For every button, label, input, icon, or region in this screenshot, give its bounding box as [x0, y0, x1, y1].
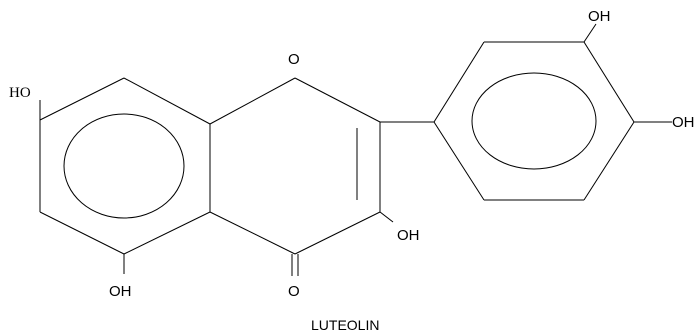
oh-top-label: OH	[588, 8, 611, 25]
substituent-bonds	[39, 23, 672, 276]
bond-c2	[294, 77, 381, 123]
bond-b4	[583, 121, 635, 201]
oh-c3-label: OH	[397, 227, 420, 244]
bond-b6	[433, 121, 485, 201]
ring-c	[209, 77, 381, 255]
bond-c5	[209, 211, 296, 255]
aromatic-circle-b	[471, 72, 597, 170]
ring-b	[380, 41, 635, 201]
bond-a4	[123, 211, 211, 255]
carbonyl-oxygen-label: O	[288, 283, 300, 300]
compound-name-caption: LUTEOLIN	[311, 317, 379, 333]
ho-left-label: HO	[9, 85, 31, 101]
bond-b3	[583, 41, 635, 123]
bond-a1	[39, 77, 125, 121]
aromatic-circle-a	[63, 113, 185, 219]
ring-a	[39, 77, 211, 255]
bond-c4	[294, 211, 381, 255]
bond-a2	[123, 77, 211, 125]
bond-oh-c3	[379, 211, 394, 223]
oh-bottom-label: OH	[109, 283, 132, 300]
ring-oxygen-label: O	[288, 51, 300, 68]
oh-right-label: OH	[672, 114, 695, 131]
bond-oh-top	[583, 23, 597, 43]
bond-c1	[209, 77, 296, 125]
bond-b1	[433, 41, 485, 123]
bond-a5	[39, 211, 125, 255]
